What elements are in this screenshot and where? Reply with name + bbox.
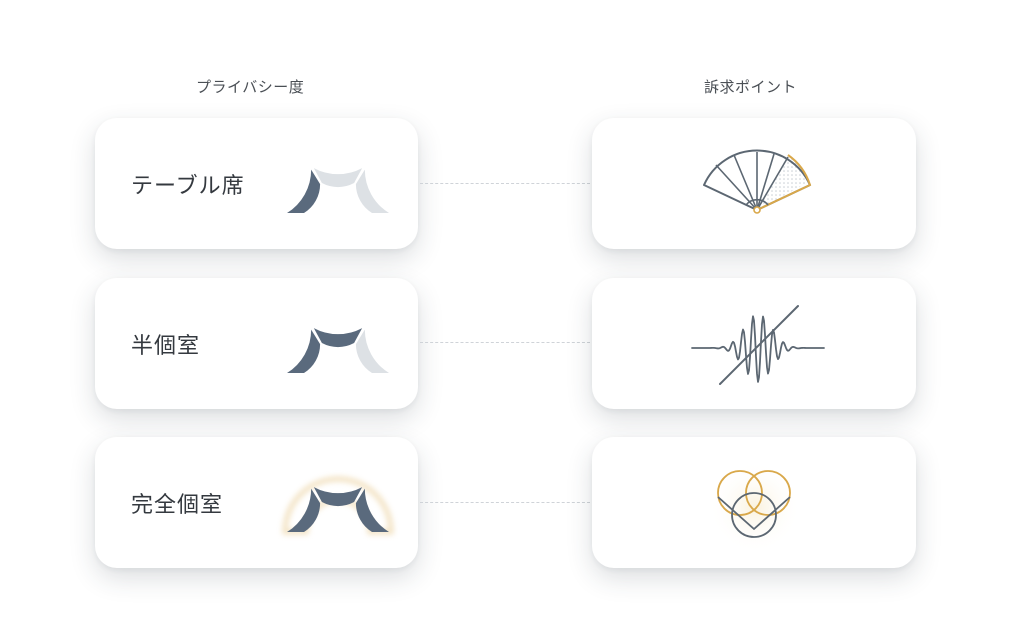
privacy-gauge xyxy=(287,328,389,373)
seating-label: 完全個室 xyxy=(131,492,224,518)
gauge-segment xyxy=(287,169,321,213)
gauge-segment xyxy=(355,488,389,532)
gauge-glow xyxy=(282,476,394,535)
connector-line xyxy=(420,183,590,184)
seating-card-table: テーブル席 xyxy=(95,118,418,249)
appeal-card-fan xyxy=(592,118,916,249)
appeal-column-header: 訴求ポイント xyxy=(704,78,798,96)
connector-line xyxy=(420,502,590,503)
appeal-card-sound xyxy=(592,278,916,409)
privacy-gauge xyxy=(287,168,389,213)
gauge-segment xyxy=(287,329,321,373)
gauge-segment xyxy=(313,328,363,348)
folding-fan-icon xyxy=(703,149,812,214)
privacy-gauge xyxy=(282,476,394,535)
gauge-segment xyxy=(313,168,363,188)
seating-label: テーブル席 xyxy=(131,173,245,199)
interlocking-rings-icon xyxy=(709,461,801,553)
gauge-segment xyxy=(313,487,363,507)
gauge-segment xyxy=(355,329,389,373)
privacy-column-header: プライバシー度 xyxy=(196,78,305,96)
gauge-segment xyxy=(287,488,321,532)
gauge-segment xyxy=(355,169,389,213)
sound-wave-muted-icon xyxy=(691,305,825,385)
seating-card-semi-private: 半個室 xyxy=(95,278,418,409)
seating-label: 半個室 xyxy=(131,333,201,359)
appeal-card-rings xyxy=(592,437,916,568)
connector-line xyxy=(420,342,590,343)
seating-card-private-room: 完全個室 xyxy=(95,437,418,568)
